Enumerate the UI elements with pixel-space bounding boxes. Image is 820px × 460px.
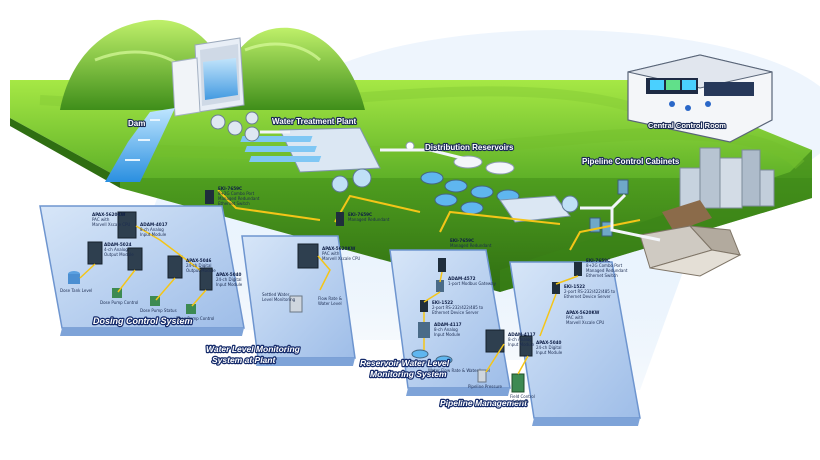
panel-pipeline: Pipeline Management EKI-7659C 8+2G Combo… bbox=[439, 258, 641, 426]
device-label: Marvell Xscale CPU bbox=[92, 222, 130, 227]
device-label: Level Monitoring bbox=[262, 297, 296, 302]
device-label: Managed Redundant bbox=[348, 217, 390, 222]
city-buildings bbox=[639, 147, 775, 277]
device-label: Pipeline Pressure bbox=[468, 384, 503, 389]
device-label: ADAM-4572 bbox=[448, 276, 476, 281]
device-label: 2-port RS-232/422/485 to bbox=[564, 289, 616, 294]
device-label: Input Module bbox=[508, 342, 535, 347]
device-label: Managed Redundant bbox=[218, 196, 260, 201]
device-label: ADAM-4017 bbox=[140, 222, 168, 227]
site-label-dam: Dam bbox=[128, 119, 145, 128]
device-label: EKI-1522 bbox=[564, 284, 585, 289]
device-label: APAX-5620KW bbox=[92, 212, 126, 217]
device-label: Settled Water bbox=[262, 292, 290, 297]
device-label: Ethernet Switch bbox=[218, 201, 250, 206]
device-label: Water Level bbox=[318, 301, 342, 306]
device-label: Water Flow Rate & Water Level bbox=[428, 368, 490, 373]
panel-reservoir-title-1: Reservoir Water Level bbox=[360, 358, 450, 368]
device-label: 8+2G Combo Port bbox=[586, 263, 623, 268]
device-label: APAX-5620KW bbox=[566, 310, 600, 315]
distribution-reservoirs bbox=[405, 141, 579, 223]
device-label: Input Module bbox=[536, 350, 563, 355]
site-labels: Dam Water Treatment Plant Distribution R… bbox=[127, 116, 727, 167]
device-label: 24-ch Digital bbox=[216, 277, 242, 282]
device-label: 8-ch Analog bbox=[508, 337, 532, 342]
water-treatment-plant bbox=[210, 111, 381, 193]
device-label: ADAM-5024 bbox=[104, 242, 132, 247]
device-label: APAX-5040 bbox=[216, 272, 242, 277]
device-label: Flow Rate & bbox=[318, 296, 342, 301]
device-label: Input Module bbox=[140, 232, 167, 237]
device-label: Ethernet Switch bbox=[586, 273, 618, 278]
device-label: EKI-7659C bbox=[348, 212, 372, 217]
device-label: 24-ch Digital bbox=[186, 263, 212, 268]
device-label: Managed Redundant bbox=[586, 268, 628, 273]
panel-water-level-plant: Water Level Monitoring System at Plant E… bbox=[205, 212, 390, 366]
site-label-pipeline-cabinets: Pipeline Control Cabinets bbox=[582, 157, 680, 166]
device-label: Field Control bbox=[510, 394, 535, 399]
device-label: Dose Pump Control bbox=[100, 300, 138, 305]
device-label: Ethernet Device Server bbox=[564, 294, 611, 299]
device-label: 8+2G Combo Port bbox=[218, 191, 255, 196]
device-label: Input Module bbox=[216, 282, 243, 287]
panel-dosing-title: Dosing Control System bbox=[93, 316, 193, 326]
device-label: Dose Pump Control bbox=[176, 316, 214, 321]
device-label: 8-ch Analog bbox=[434, 327, 458, 332]
device-label: 24-ch Digital bbox=[536, 345, 562, 350]
site-label-control-room: Central Control Room bbox=[648, 121, 726, 130]
device-label: Dose Pump Status bbox=[140, 308, 177, 313]
device-label: EKI-1522 bbox=[432, 300, 453, 305]
device-label: Managed Redundant bbox=[450, 243, 492, 248]
device-label: Cabinet bbox=[512, 399, 528, 404]
device-label: Dose Tank Level bbox=[60, 288, 92, 293]
site-label-water-treatment: Water Treatment Plant bbox=[272, 117, 357, 126]
dam-structure bbox=[171, 37, 245, 117]
device-label: EKI-7659C bbox=[218, 186, 242, 191]
panel-reservoir: Reservoir Water Level Monitoring System … bbox=[359, 238, 511, 396]
device-label: 1-port Modbus Gateway bbox=[448, 281, 497, 286]
device-label: Marvell Xscale CPU bbox=[566, 320, 604, 325]
device-label: PAC with bbox=[566, 315, 584, 320]
hills bbox=[60, 19, 365, 110]
device-label: Marvell Xscale CPU bbox=[322, 256, 360, 261]
panel-water-level-plant-title-2: System at Plant bbox=[212, 355, 276, 365]
device-label: Output Module bbox=[104, 252, 134, 257]
device-label: 4-ch Analog bbox=[104, 247, 128, 252]
device-label: Input Module bbox=[434, 332, 461, 337]
device-label: EKI-7659C bbox=[450, 238, 474, 243]
device-label: Ethernet Device Server bbox=[432, 310, 479, 315]
device-label: ADAM-4117 bbox=[434, 322, 462, 327]
device-label: PAC with bbox=[322, 251, 340, 256]
device-label: APAX-5040 bbox=[536, 340, 562, 345]
device-label: APAX-5620KW bbox=[322, 246, 356, 251]
device-label: 2-port RS-232/422/485 to bbox=[432, 305, 484, 310]
river bbox=[105, 108, 175, 182]
panel-dosing: Dosing Control System APAX-5620KW PAC wi… bbox=[39, 186, 260, 336]
site-label-distribution: Distribution Reservoirs bbox=[425, 143, 514, 152]
panel-reservoir-title-2: Monitoring System bbox=[370, 369, 447, 379]
pipelines bbox=[260, 130, 661, 242]
control-room bbox=[627, 54, 773, 143]
device-label: PAC with bbox=[92, 217, 110, 222]
device-label: APAX-5046 bbox=[186, 258, 212, 263]
device-label: Output Module bbox=[186, 268, 216, 273]
device-label: ADAM-4117 bbox=[508, 332, 536, 337]
device-label: 8-ch Analog bbox=[140, 227, 164, 232]
device-label: EKI-7659C bbox=[586, 258, 610, 263]
panel-pipeline-title: Pipeline Management bbox=[440, 398, 528, 408]
panel-water-level-plant-title-1: Water Level Monitoring bbox=[206, 344, 301, 354]
